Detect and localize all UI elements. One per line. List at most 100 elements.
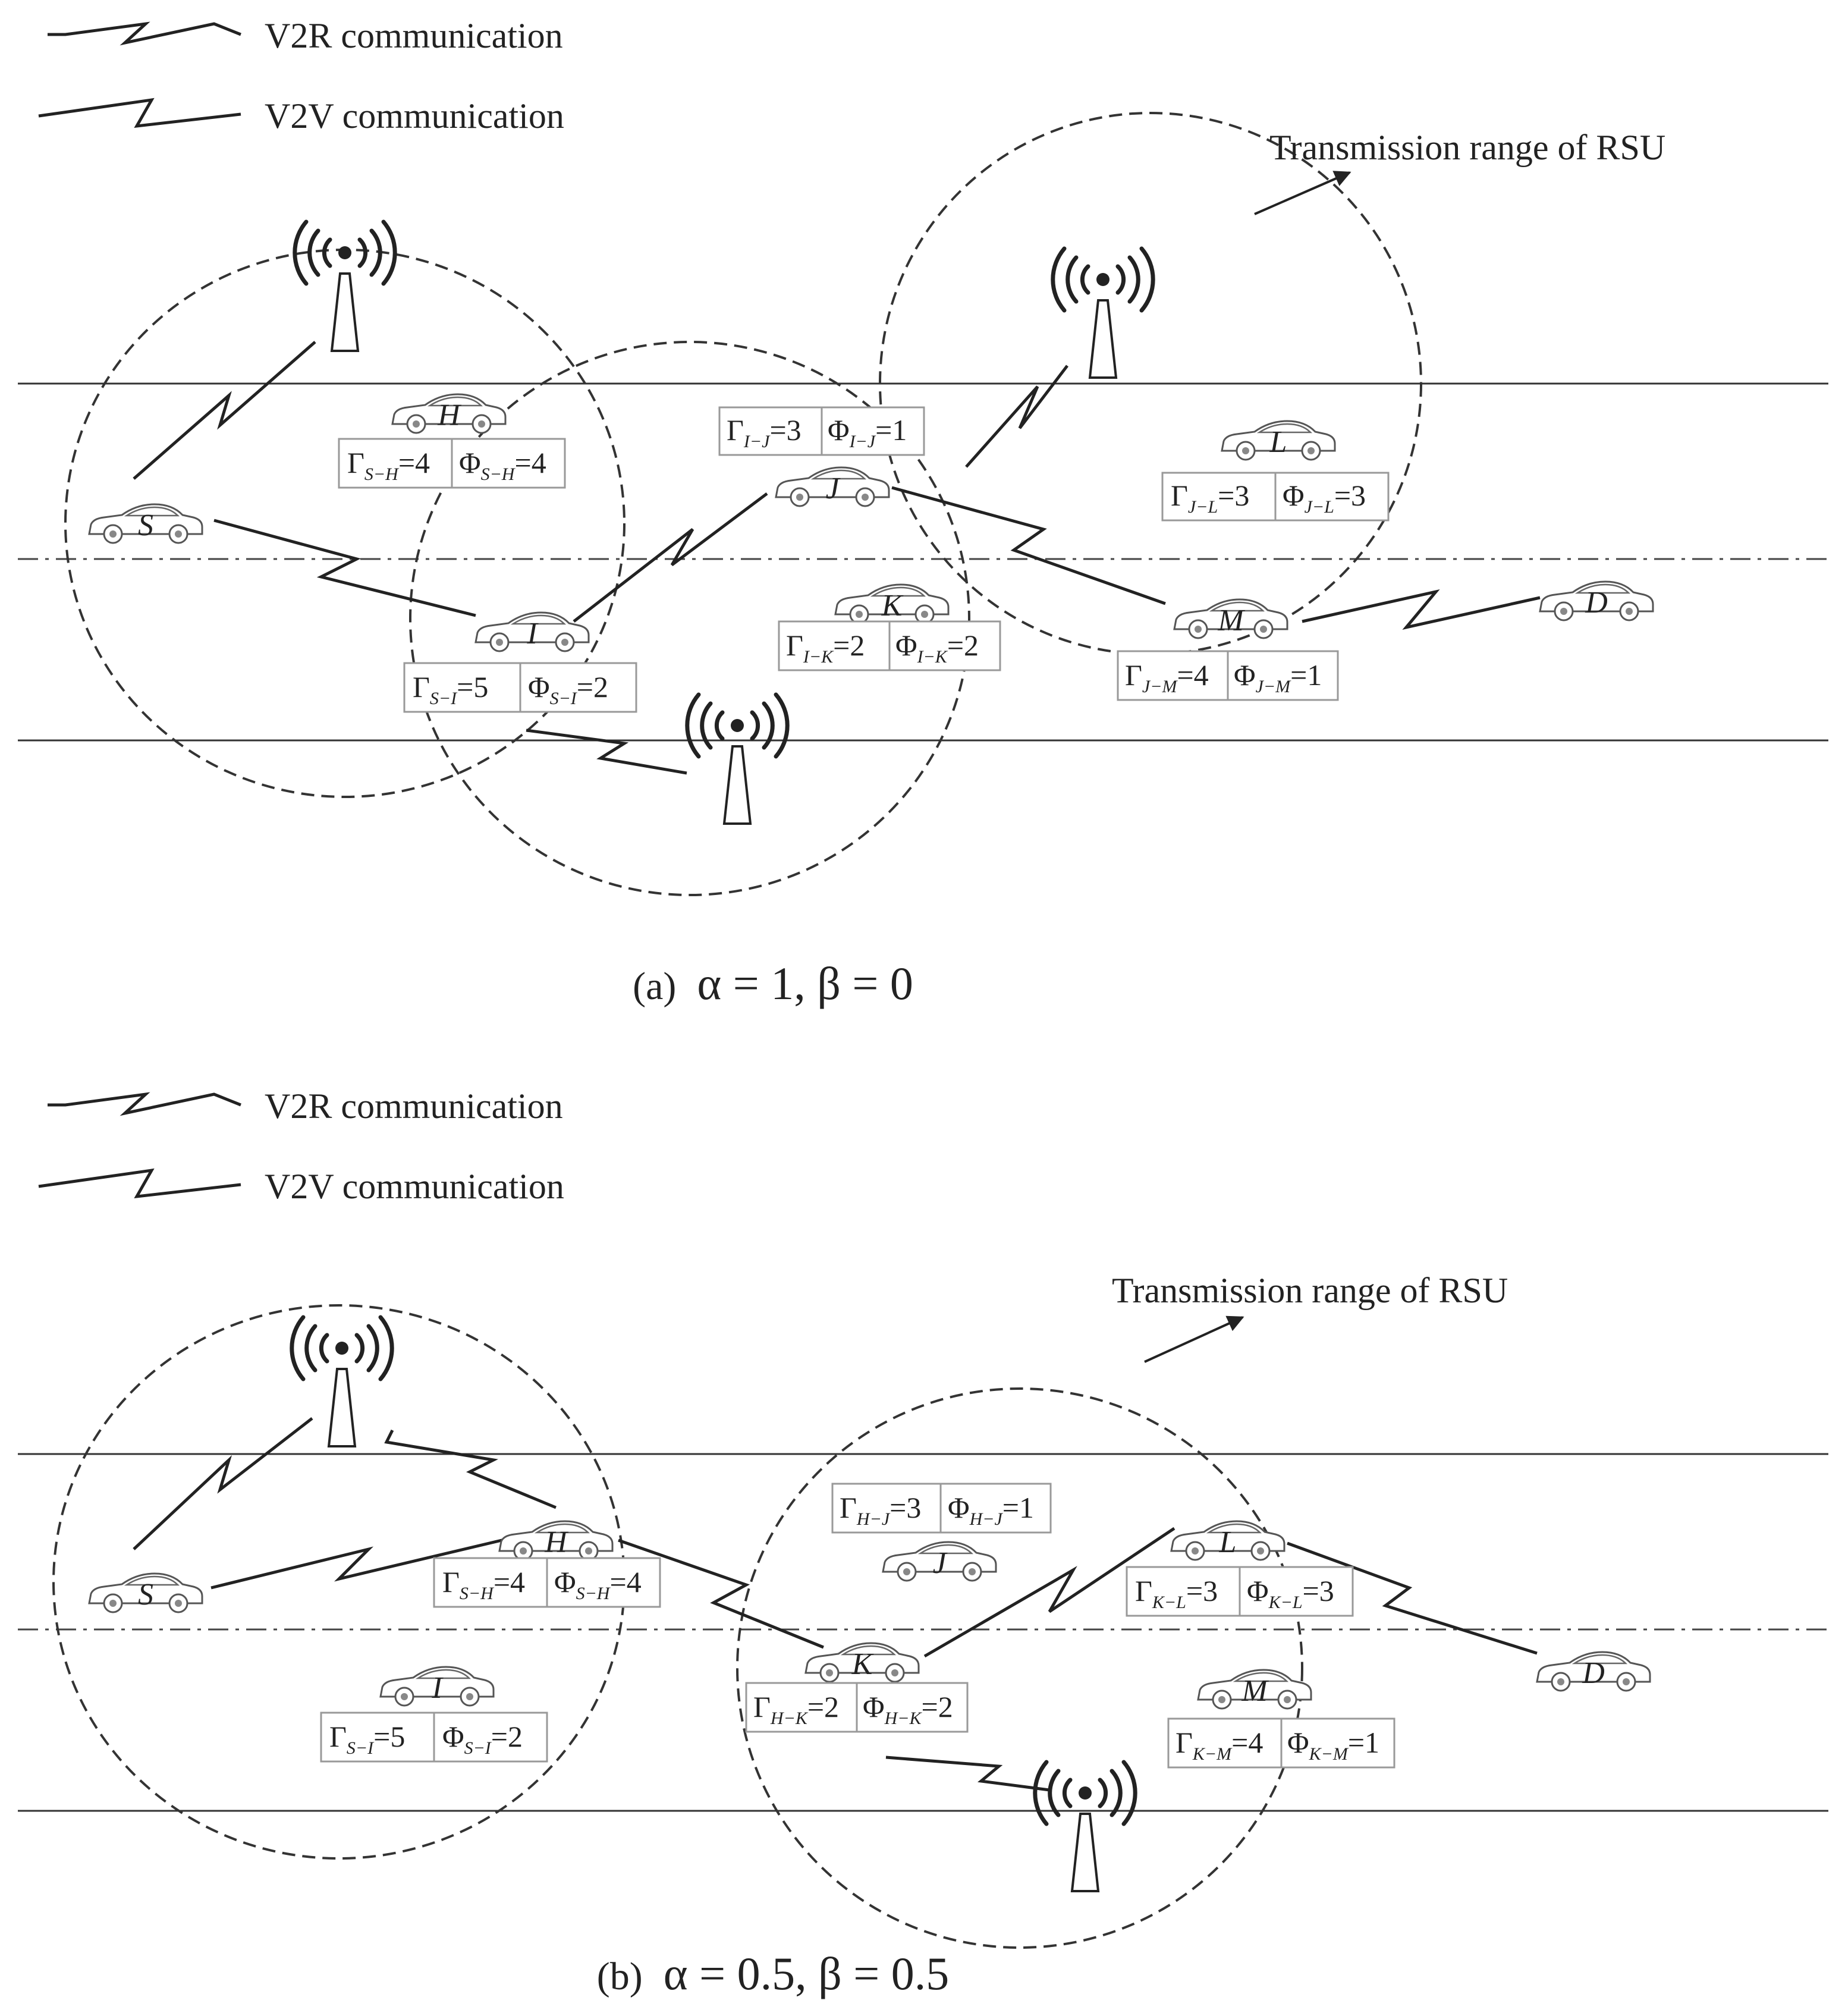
- vehicle-I: I: [474, 611, 590, 652]
- svg-text:ΓK−L=3: ΓK−L=3: [1135, 1574, 1218, 1612]
- vehicle-label: I: [526, 617, 539, 651]
- vehicle-M: M: [1173, 598, 1288, 639]
- svg-text:ΦI−J=1: ΦI−J=1: [828, 413, 907, 451]
- transmission-range-label: Transmission range of RSU: [1269, 128, 1665, 167]
- car-wheel-hub: [413, 420, 420, 428]
- vehicle-I: I: [379, 1666, 495, 1707]
- car-window: [1233, 1672, 1289, 1682]
- vehicle-label: M: [1217, 604, 1245, 638]
- svg-text:ΦK−L=3: ΦK−L=3: [1247, 1574, 1334, 1612]
- vehicle-M: M: [1197, 1669, 1312, 1710]
- svg-text:ΓS−I=5: ΓS−I=5: [413, 670, 488, 708]
- transmission-range-label: Transmission range of RSU: [1112, 1271, 1508, 1310]
- car-wheel-hub: [796, 494, 803, 501]
- vehicle-label: D: [1585, 586, 1608, 620]
- car-wheel-hub: [520, 1547, 527, 1555]
- svg-text:ΓJ−M=4: ΓJ−M=4: [1125, 658, 1209, 696]
- car-wheel-hub: [175, 530, 182, 538]
- rsu-range-circle: [409, 341, 970, 896]
- rsu-tower-icon: [685, 692, 790, 825]
- v2v-link: [1287, 1541, 1538, 1655]
- metric-box: ΓJ−L=3 ΦJ−L=3: [1161, 472, 1390, 522]
- vehicle-label: L: [1269, 425, 1287, 459]
- rsu-tower-icon: [1051, 246, 1155, 379]
- metric-box: ΓI−J=3 ΦI−J=1: [718, 406, 925, 456]
- car-window: [124, 506, 180, 517]
- car-wheel-hub: [862, 494, 869, 501]
- metric-box: ΓS−H=4 ΦS−H=4: [433, 1557, 661, 1608]
- metric-box: ΓK−M=4 ΦK−M=1: [1167, 1717, 1395, 1769]
- panel-a: V2R communication V2V communication Tran…: [18, 16, 1828, 1009]
- vehicle-D: D: [1539, 580, 1654, 621]
- svg-text:ΦJ−M=1: ΦJ−M=1: [1234, 658, 1322, 696]
- car-window: [427, 396, 483, 407]
- rsu-tower-icon: [290, 1315, 394, 1447]
- legend-v2r-label: V2R communication: [265, 1086, 563, 1126]
- vehicle-label: H: [544, 1525, 568, 1559]
- vehicle-L: L: [1221, 420, 1336, 461]
- car-wheel-hub: [401, 1693, 408, 1700]
- svg-text:ΓI−J=3: ΓI−J=3: [727, 413, 802, 451]
- metric-box: ΓS−H=4 ΦS−H=4: [338, 438, 566, 489]
- svg-text:ΦJ−L=3: ΦJ−L=3: [1283, 479, 1366, 517]
- car-window: [840, 1645, 897, 1656]
- vehicle-H: H: [498, 1520, 614, 1561]
- vehicle-S: S: [88, 1572, 203, 1613]
- panel-a-caption: (a)α = 1, β = 0: [633, 957, 913, 1009]
- v2v-link: [213, 519, 476, 617]
- svg-text:ΓH−K=2: ΓH−K=2: [753, 1690, 839, 1728]
- car-window: [510, 614, 567, 625]
- car-window: [1209, 601, 1265, 612]
- vehicle-label: J: [825, 472, 841, 505]
- svg-text:ΓJ−L=3: ΓJ−L=3: [1171, 479, 1249, 517]
- car-wheel-hub: [478, 420, 485, 428]
- legend-v2v-label: V2V communication: [265, 96, 564, 136]
- v2v-legend-symbol: [38, 98, 241, 128]
- svg-text:ΓS−I=5: ΓS−I=5: [329, 1720, 405, 1758]
- car-wheel-hub: [175, 1600, 182, 1607]
- car-wheel-hub: [1192, 1547, 1199, 1555]
- car-wheel-hub: [1242, 447, 1249, 454]
- v2r-link: [133, 341, 316, 480]
- car-wheel-hub: [1257, 1547, 1264, 1555]
- v2r-link: [133, 1417, 313, 1550]
- vehicle-label: K: [881, 589, 904, 623]
- vehicle-label: D: [1582, 1656, 1605, 1690]
- v2v-link: [210, 1535, 515, 1590]
- car-window: [534, 1523, 590, 1534]
- v2r-link: [965, 365, 1068, 468]
- car-wheel-hub: [561, 639, 568, 646]
- svg-text:ΦS−H=4: ΦS−H=4: [459, 446, 546, 484]
- car-wheel-hub: [969, 1568, 976, 1575]
- vehicle-J: J: [775, 466, 890, 507]
- car-wheel-hub: [1557, 1678, 1564, 1685]
- car-wheel-hub: [921, 611, 928, 618]
- v2r-legend-symbol: [48, 1092, 241, 1116]
- svg-text:ΓH−J=3: ΓH−J=3: [840, 1491, 921, 1529]
- svg-text:ΦK−M=1: ΦK−M=1: [1287, 1726, 1379, 1764]
- car-wheel-hub: [1218, 1696, 1225, 1703]
- car-window: [1574, 583, 1631, 594]
- v2r-link: [885, 1756, 1050, 1792]
- v2v-link: [1302, 589, 1541, 630]
- transmission-range-arrow: [1254, 171, 1351, 215]
- vehicle-label: M: [1241, 1674, 1269, 1708]
- car-wheel-hub: [496, 639, 503, 646]
- v2r-legend-symbol: [48, 21, 241, 46]
- svg-text:ΓS−H=4: ΓS−H=4: [347, 446, 430, 484]
- car-wheel-hub: [466, 1693, 473, 1700]
- svg-text:ΓK−M=4: ΓK−M=4: [1175, 1726, 1263, 1764]
- car-wheel-hub: [826, 1669, 833, 1676]
- v2v-link: [618, 1538, 824, 1649]
- metric-box: ΓJ−M=4 ΦJ−M=1: [1117, 650, 1339, 701]
- car-wheel-hub: [1195, 626, 1202, 633]
- transmission-range-arrow: [1144, 1315, 1244, 1363]
- svg-text:ΦS−I=2: ΦS−I=2: [442, 1720, 523, 1758]
- metric-box: ΓI−K=2 ΦI−K=2: [778, 620, 1001, 671]
- svg-text:ΓS−H=4: ΓS−H=4: [442, 1565, 525, 1603]
- vehicle-K: K: [804, 1642, 920, 1683]
- v2v-legend-symbol: [38, 1168, 241, 1199]
- car-wheel-hub: [1307, 447, 1315, 454]
- car-window: [415, 1669, 472, 1679]
- vehicle-label: L: [1219, 1525, 1237, 1559]
